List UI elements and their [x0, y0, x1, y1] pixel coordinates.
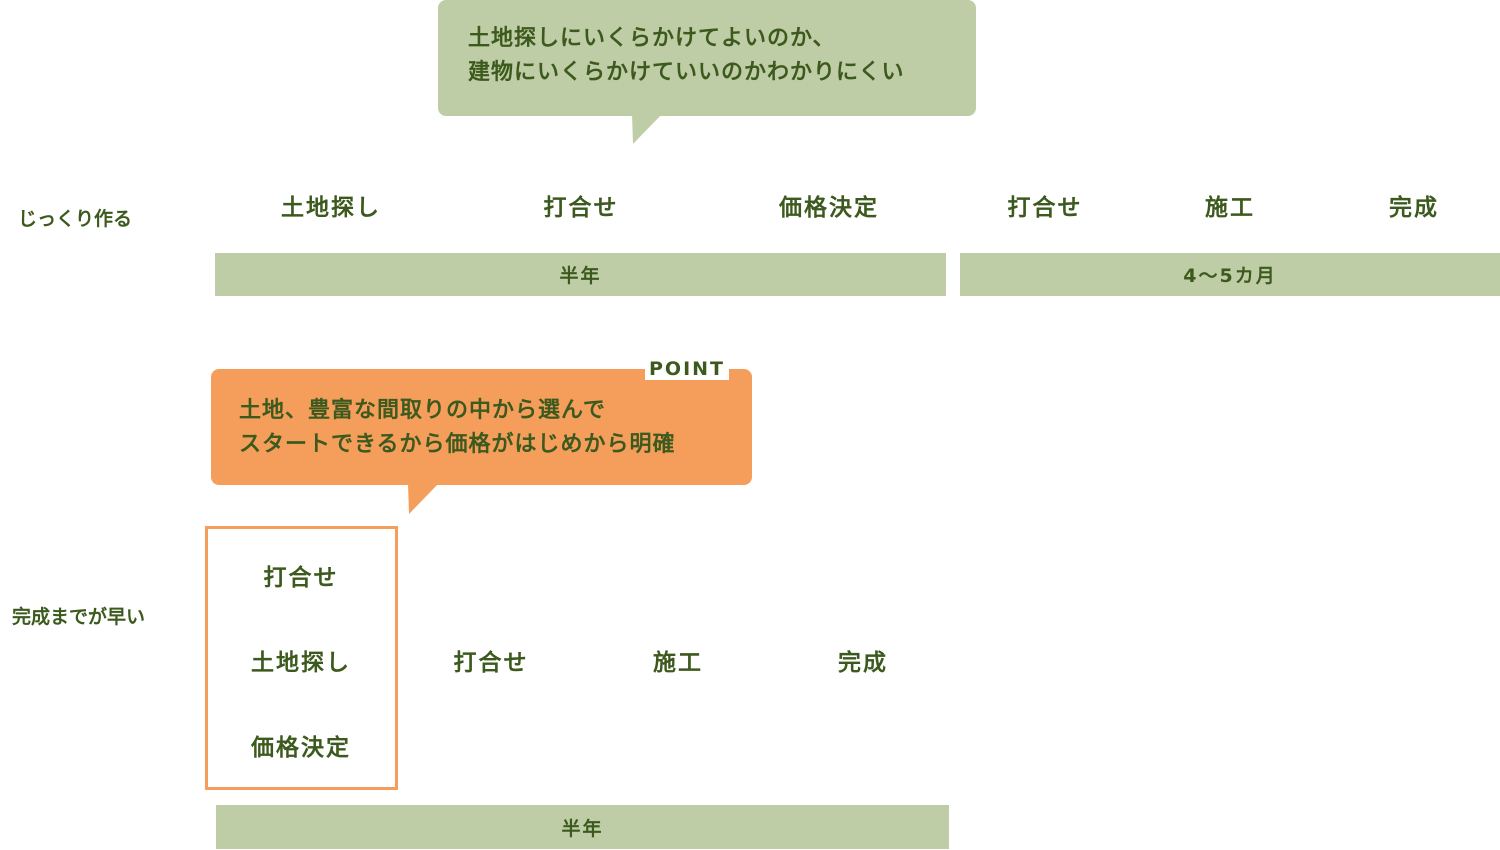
row1-step-meeting: 打合せ: [543, 195, 619, 221]
row1-step-price-decision: 価格決定: [779, 195, 879, 221]
row1-step-completion: 完成: [1389, 195, 1439, 221]
row-label-fast: 完成までが早い: [12, 606, 146, 628]
point-bubble-line-1: 土地、豊富な間取りの中から選んで: [239, 398, 606, 423]
point-bubble-tail: [408, 484, 438, 514]
boxed-steps-highlight: [205, 526, 398, 790]
top-bubble-tail: [632, 114, 662, 144]
row2-step-completion: 完成: [838, 650, 888, 676]
row2-step-meeting: 打合せ: [453, 650, 529, 676]
point-speech-bubble: 土地、豊富な間取りの中から選んで スタートできるから価格がはじめから明確: [211, 369, 752, 485]
row2-boxed-step-price-decision: 価格決定: [251, 735, 351, 761]
row1-step-land-search: 土地探し: [281, 195, 381, 221]
row2-boxed-step-land-search: 土地探し: [251, 650, 351, 676]
row2-boxed-step-meeting: 打合せ: [263, 565, 339, 591]
top-bubble-line-2: 建物にいくらかけていいのかわかりにくい: [468, 60, 905, 85]
row1-bar-4-5-months: 4〜5カ月: [960, 253, 1500, 296]
row2-step-construction: 施工: [653, 650, 703, 676]
row1-step-meeting-2: 打合せ: [1007, 195, 1083, 221]
point-tag: POINT: [645, 358, 730, 380]
row1-bar-half-year: 半年: [215, 253, 946, 296]
row-label-slow: じっくり作る: [18, 208, 133, 230]
point-bubble-line-2: スタートできるから価格がはじめから明確: [239, 432, 676, 457]
top-speech-bubble: 土地探しにいくらかけてよいのか、 建物にいくらかけていいのかわかりにくい: [438, 0, 976, 116]
top-bubble-line-1: 土地探しにいくらかけてよいのか、: [468, 26, 836, 51]
row1-step-construction: 施工: [1205, 195, 1255, 221]
row2-bar-half-year: 半年: [216, 805, 949, 849]
